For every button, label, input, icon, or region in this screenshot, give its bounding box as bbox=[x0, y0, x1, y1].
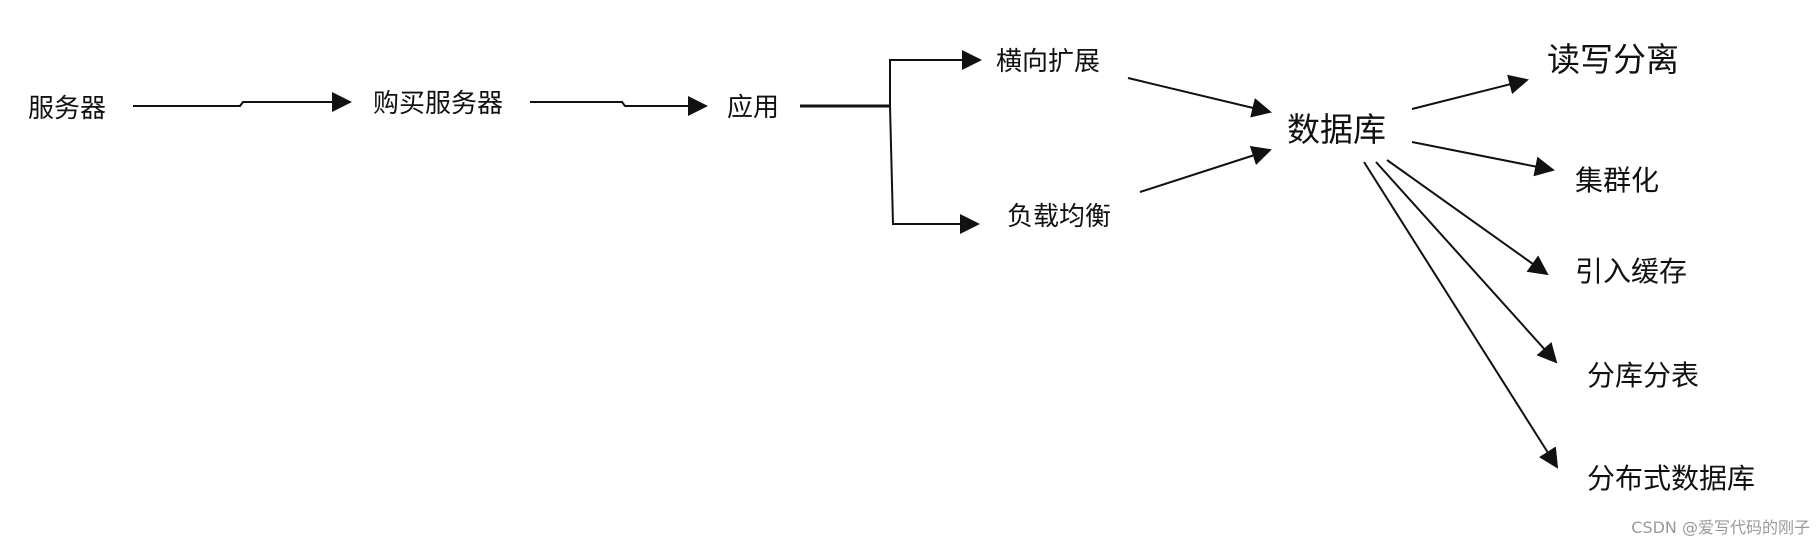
node-application: 应用 bbox=[727, 93, 780, 123]
node-database: 数据库 bbox=[1287, 110, 1386, 149]
edge-db-to-rw bbox=[1411, 74, 1529, 110]
edge-scale-to-db bbox=[1127, 77, 1272, 118]
node-clustering: 集群化 bbox=[1575, 164, 1660, 197]
edge-db-to-cluster bbox=[1411, 141, 1555, 177]
node-distributed-db: 分布式数据库 bbox=[1587, 462, 1756, 495]
node-rw-split: 读写分离 bbox=[1547, 40, 1679, 79]
node-buy-server: 购买服务器 bbox=[373, 89, 504, 119]
node-load-balance: 负载均衡 bbox=[1007, 202, 1112, 232]
node-server: 服务器 bbox=[28, 94, 107, 124]
node-introduce-cache: 引入缓存 bbox=[1575, 255, 1688, 288]
edge-app-to-lb bbox=[889, 105, 980, 234]
node-sharding: 分库分表 bbox=[1587, 359, 1700, 392]
edge-db-to-shard bbox=[1375, 161, 1558, 364]
edge-app-to-scale bbox=[889, 50, 982, 106]
watermark: CSDN @爱写代码的刚子 bbox=[1631, 518, 1810, 537]
edge-server-to-buy bbox=[133, 92, 352, 112]
edge-db-to-dist bbox=[1363, 161, 1559, 469]
edge-buy-to-app bbox=[530, 96, 708, 116]
edge-db-to-cache bbox=[1386, 159, 1549, 276]
edge-lb-to-db bbox=[1139, 146, 1272, 193]
node-horizontal-scale: 横向扩展 bbox=[996, 47, 1101, 77]
